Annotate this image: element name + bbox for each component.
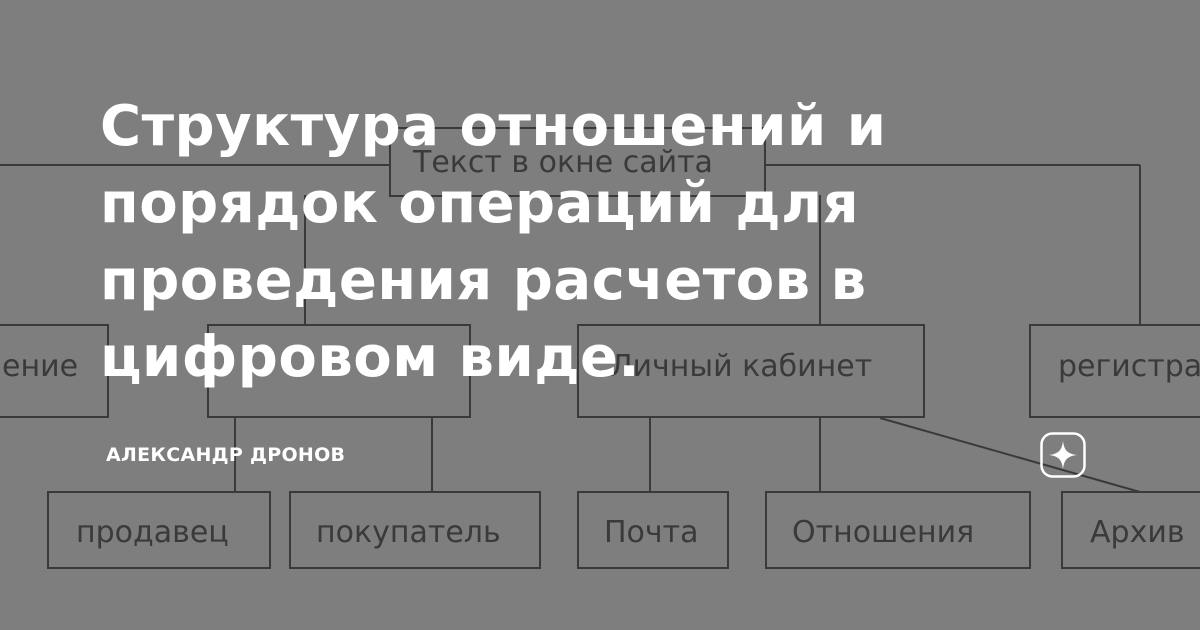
node-registration: регистра <box>1029 324 1200 418</box>
node-mail: Почта <box>577 491 729 569</box>
node-left-partial-label: ение <box>2 349 78 384</box>
node-buyer-label: покупатель <box>316 515 501 550</box>
node-cabinet-label: Личный кабинет <box>610 349 872 384</box>
article-title: Структура отношений и порядок операций д… <box>100 94 887 390</box>
node-registration-label: регистра <box>1058 349 1200 384</box>
node-relations: Отношения <box>765 491 1031 569</box>
node-root-label: Текст в окне сайта <box>412 145 713 180</box>
node-left-partial: ение <box>0 324 109 418</box>
node-seller-label: продавец <box>76 515 229 550</box>
edge-cabinet-archive <box>879 417 1141 493</box>
node-relations-label: Отношения <box>792 515 974 550</box>
sparkle-icon <box>1040 432 1086 478</box>
author-name[interactable]: АЛЕКСАНДР ДРОНОВ <box>106 444 346 466</box>
node-archive-label: Архив <box>1090 515 1185 550</box>
node-root: Текст в окне сайта <box>389 127 766 197</box>
node-middle <box>207 324 471 418</box>
node-mail-label: Почта <box>604 515 699 550</box>
node-seller: продавец <box>47 491 271 569</box>
node-archive: Архив <box>1061 491 1200 569</box>
node-buyer: покупатель <box>289 491 541 569</box>
node-cabinet: Личный кабинет <box>577 324 925 418</box>
diagram-edges <box>0 164 1141 493</box>
